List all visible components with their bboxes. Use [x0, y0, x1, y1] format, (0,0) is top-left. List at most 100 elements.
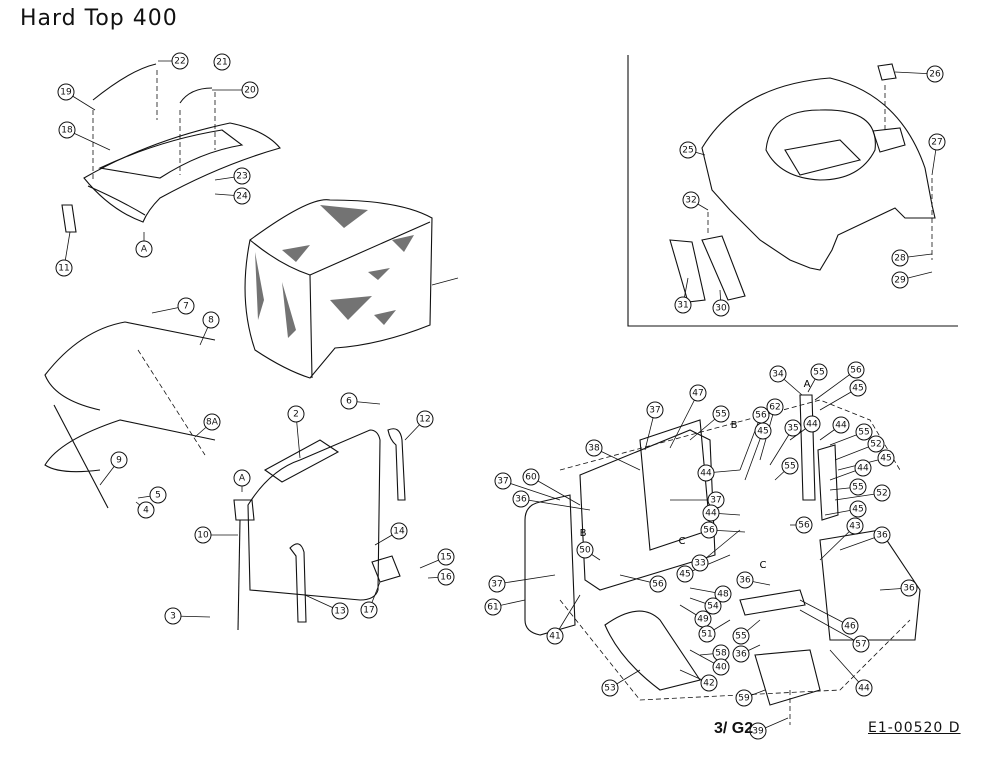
- callout-57: 57: [852, 635, 870, 653]
- callout-circle: [691, 554, 709, 572]
- callout-2: 2: [287, 405, 305, 423]
- callout-22: 22: [171, 52, 189, 70]
- callout-circle: [712, 405, 730, 423]
- callout-circle: [546, 627, 564, 645]
- callout-circle: [57, 83, 75, 101]
- callout-circle: [241, 81, 259, 99]
- callout-circle: [852, 635, 870, 653]
- callout-circle: [700, 674, 718, 692]
- callout-number: 8A: [206, 418, 219, 428]
- callout-43: 43: [846, 517, 864, 535]
- door-frame: [233, 428, 406, 631]
- callout-number: 54: [707, 602, 719, 612]
- callout-number: 45: [852, 384, 863, 394]
- callout-45: 45: [849, 379, 867, 397]
- callout-circle: [873, 526, 891, 544]
- callout-circle: [177, 297, 195, 315]
- callout-26: 26: [926, 65, 944, 83]
- callout-number: 58: [715, 649, 727, 659]
- callout-circle: [698, 625, 716, 643]
- callout-number: A: [239, 474, 246, 484]
- callout-circle: [781, 457, 799, 475]
- callout-56: 56: [795, 516, 813, 534]
- callout-29: 29: [891, 271, 909, 289]
- callout-44: 44: [854, 459, 872, 477]
- drawing-number: E1-00520 D: [868, 720, 961, 736]
- callout-number: 15: [440, 553, 451, 563]
- callout-circle: [203, 413, 221, 431]
- callout-55: 55: [732, 627, 750, 645]
- callout-number: 62: [769, 403, 780, 413]
- callout-number: 57: [855, 640, 866, 650]
- callout-number: 55: [813, 368, 824, 378]
- callout-46: 46: [841, 617, 859, 635]
- callout-55: 55: [712, 405, 730, 423]
- callout-circle: [784, 419, 802, 437]
- callout-number: 48: [717, 590, 729, 600]
- leader-line: [739, 414, 762, 471]
- callout-number: 2: [293, 410, 299, 420]
- callout-44: 44: [702, 504, 720, 522]
- callout-number: 16: [440, 573, 452, 583]
- callout-28: 28: [891, 249, 909, 267]
- callout-circle: [855, 423, 873, 441]
- callout-number: 23: [236, 172, 247, 182]
- callout-circle: [877, 449, 895, 467]
- brace-part-9: [53, 404, 109, 509]
- rear-assembly: [524, 394, 921, 725]
- callout-number: 56: [652, 580, 664, 590]
- callout-circle: [795, 516, 813, 534]
- callout-number: 32: [685, 196, 696, 206]
- callout-number: 12: [419, 415, 430, 425]
- bracket-part-26: [877, 63, 897, 81]
- reference-mark: C: [760, 560, 767, 571]
- callout-24: 24: [233, 187, 251, 205]
- callout-number: 10: [197, 531, 209, 541]
- callout-circle: [679, 141, 697, 159]
- callout-number: 37: [497, 477, 508, 487]
- callout-4: 4: [137, 501, 155, 519]
- hinge-part-12: [387, 428, 406, 501]
- callout-circle: [674, 296, 692, 314]
- callout-39: 39: [749, 722, 767, 740]
- callout-number: 52: [870, 440, 881, 450]
- callout-number: 14: [393, 527, 405, 537]
- callout-number: 33: [694, 559, 705, 569]
- callout-circle: [522, 468, 540, 486]
- callout-number: 36: [739, 576, 751, 586]
- callout-3: 3: [164, 607, 182, 625]
- callout-circle: [854, 459, 872, 477]
- callout-circle: [735, 689, 753, 707]
- fender-part-53: [604, 610, 701, 691]
- bracket-part-17: [371, 555, 401, 583]
- roof-panel: [61, 63, 281, 233]
- callout-23: 23: [233, 167, 251, 185]
- callout-44: 44: [697, 464, 715, 482]
- callout-circle: [926, 65, 944, 83]
- callout-circle: [702, 504, 720, 522]
- callout-circle: [928, 133, 946, 151]
- diagram-title: Hard Top 400: [20, 6, 178, 31]
- callout-number: 28: [894, 254, 906, 264]
- callout-number: 37: [710, 496, 721, 506]
- callout-number: 3: [170, 612, 176, 622]
- callout-number: 36: [735, 650, 747, 660]
- callout-circle: [416, 410, 434, 428]
- callout-number: 36: [903, 584, 915, 594]
- callout-59: 59: [735, 689, 753, 707]
- hinge-part-13: [289, 543, 307, 623]
- callout-55: 55: [849, 478, 867, 496]
- callout-number: 40: [715, 663, 727, 673]
- callout-19: 19: [57, 83, 75, 101]
- callout-21: 21: [213, 53, 231, 71]
- callout-number: 37: [491, 580, 502, 590]
- callout-number: 6: [346, 397, 352, 407]
- callout-number: 9: [116, 456, 122, 466]
- callout-circle: [484, 598, 502, 616]
- leader-line: [502, 480, 561, 501]
- callout-62: 62: [766, 398, 784, 416]
- reference-mark: B: [731, 420, 738, 431]
- callout-circle: [494, 472, 512, 490]
- callout-58: 58: [712, 644, 730, 662]
